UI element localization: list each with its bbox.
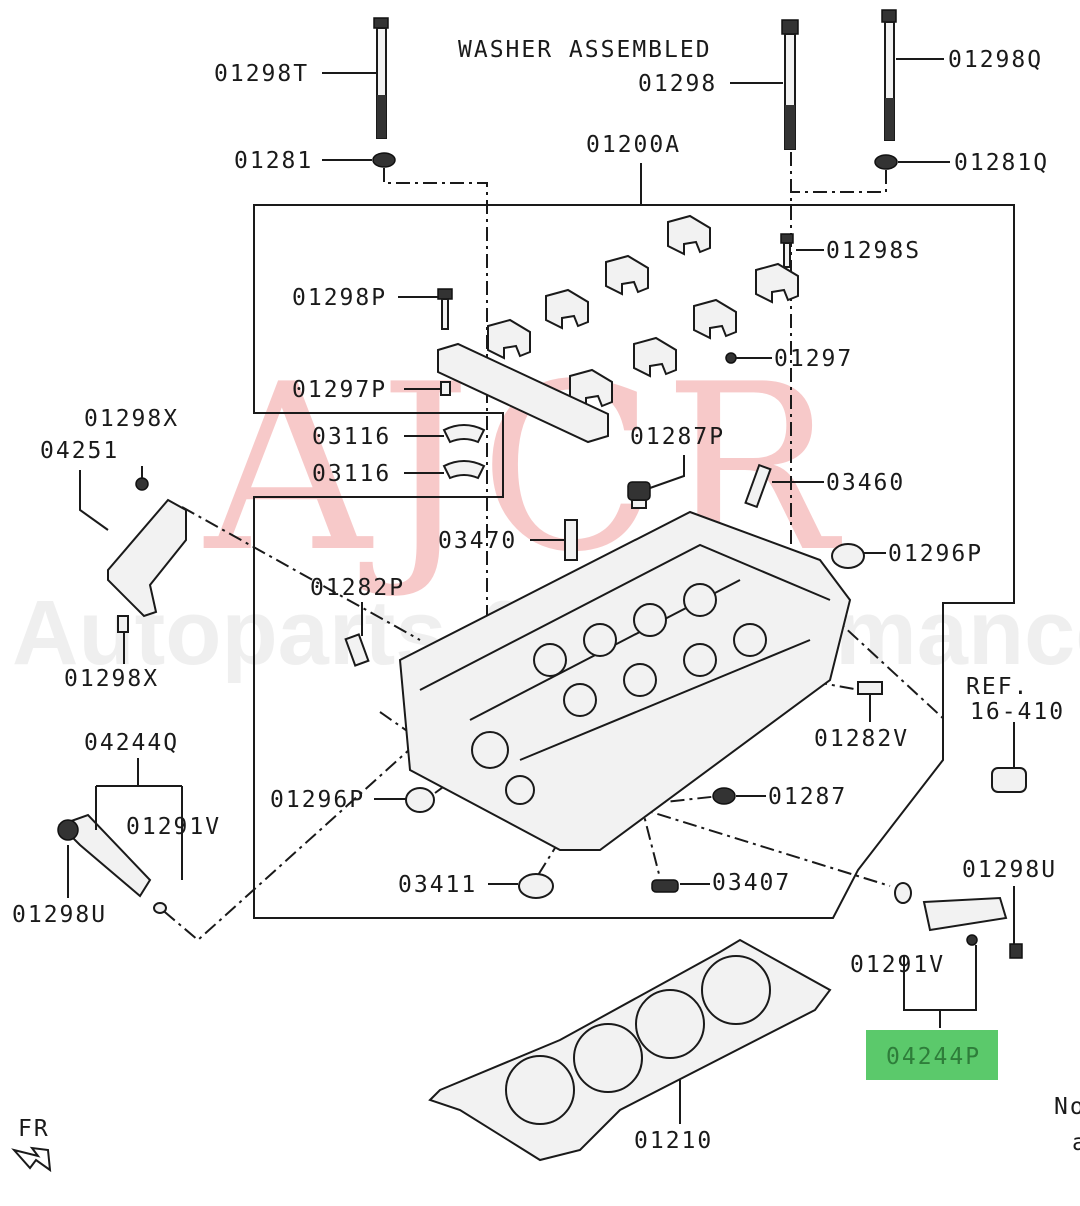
sensor-ref <box>991 722 1027 793</box>
label-01298P[interactable]: 01298P <box>292 285 387 311</box>
path-01282V <box>759 671 861 691</box>
label-01298U-right[interactable]: 01298U <box>962 857 1057 883</box>
label-ref-line2[interactable]: 16-410 <box>970 699 1065 725</box>
pin-01297 <box>725 352 737 364</box>
label-01287[interactable]: 01287 <box>768 784 847 810</box>
seal-03411 <box>518 873 554 899</box>
label-04244P[interactable]: 04244P <box>886 1044 981 1070</box>
label-01297[interactable]: 01297 <box>774 346 853 372</box>
label-04251[interactable]: 04251 <box>40 438 119 464</box>
bolt-01298X-bottom <box>117 615 129 633</box>
label-01298[interactable]: 01298 <box>638 71 717 97</box>
path-01291V-left <box>159 711 422 942</box>
label-note-cut-1: No <box>1054 1094 1080 1120</box>
label-03460[interactable]: 03460 <box>826 470 905 496</box>
valve-right <box>894 882 1023 959</box>
cylinder-head <box>398 510 852 851</box>
label-01287P[interactable]: 01287P <box>630 424 725 450</box>
valve-left <box>57 813 167 914</box>
washer-01281 <box>372 152 396 168</box>
label-01282V[interactable]: 01282V <box>814 726 909 752</box>
washer-01281Q <box>874 154 898 170</box>
label-fr: FR <box>18 1116 50 1142</box>
cam-caps <box>437 214 799 444</box>
label-01298X-top[interactable]: 01298X <box>84 406 179 432</box>
label-03116-b[interactable]: 03116 <box>312 461 391 487</box>
bolt-01298U-right <box>1009 943 1023 959</box>
path-01281Q <box>791 170 887 193</box>
bolt-01298X-top <box>135 477 149 491</box>
label-01297P[interactable]: 01297P <box>292 377 387 403</box>
label-03411[interactable]: 03411 <box>398 872 477 898</box>
label-01298Q[interactable]: 01298Q <box>948 47 1043 73</box>
bearing-03116-b <box>442 460 486 480</box>
label-01200A[interactable]: 01200A <box>586 132 681 158</box>
stud-01282V <box>857 681 883 695</box>
label-03116-a[interactable]: 03116 <box>312 424 391 450</box>
path-01281 <box>383 168 488 650</box>
label-01281Q[interactable]: 01281Q <box>954 150 1049 176</box>
label-01291V-right[interactable]: 01291V <box>850 952 945 978</box>
label-03407[interactable]: 03407 <box>712 870 791 896</box>
pin-01297P <box>440 381 451 396</box>
dowel-03470 <box>564 519 578 561</box>
label-01210[interactable]: 01210 <box>634 1128 713 1154</box>
plug-01287 <box>712 787 736 805</box>
label-01298X-bottom[interactable]: 01298X <box>64 666 159 692</box>
label-01296P-right[interactable]: 01296P <box>888 541 983 567</box>
bolt-01298Q <box>881 9 897 141</box>
assembly-outline <box>253 204 1015 919</box>
dowel-03460 <box>744 463 772 509</box>
label-ref-line1: REF. <box>966 674 1029 700</box>
plug-03407 <box>651 879 679 893</box>
note-washer-assembled: WASHER ASSEMBLED <box>458 37 712 63</box>
stud-01282P <box>344 633 370 667</box>
label-01298U-left[interactable]: 01298U <box>12 902 107 928</box>
head-gasket-01210 <box>428 938 832 1162</box>
label-03470[interactable]: 03470 <box>438 528 517 554</box>
plug-01296P-left <box>405 787 435 813</box>
label-note-cut-2: a <box>1072 1130 1080 1156</box>
plug-01296P-right <box>831 543 865 569</box>
bolt-01298P <box>437 288 453 330</box>
fr-arrow-icon <box>11 1146 52 1173</box>
label-04244Q[interactable]: 04244Q <box>84 730 179 756</box>
label-01298S[interactable]: 01298S <box>826 238 921 264</box>
plug-01287P <box>627 481 651 509</box>
bolt-01298T <box>373 17 389 139</box>
bearing-03116-a <box>442 424 486 444</box>
label-01291V-left[interactable]: 01291V <box>126 814 221 840</box>
path-01282P <box>181 506 421 641</box>
bolt-01298 <box>781 19 799 150</box>
label-01282P[interactable]: 01282P <box>310 575 405 601</box>
highlight-04244P[interactable] <box>866 1030 998 1080</box>
label-01298T[interactable]: 01298T <box>214 61 309 87</box>
label-01281[interactable]: 01281 <box>234 148 313 174</box>
label-01296P-left[interactable]: 01296P <box>270 787 365 813</box>
bolt-01298S <box>780 233 794 268</box>
leader-lines <box>67 58 1015 1124</box>
